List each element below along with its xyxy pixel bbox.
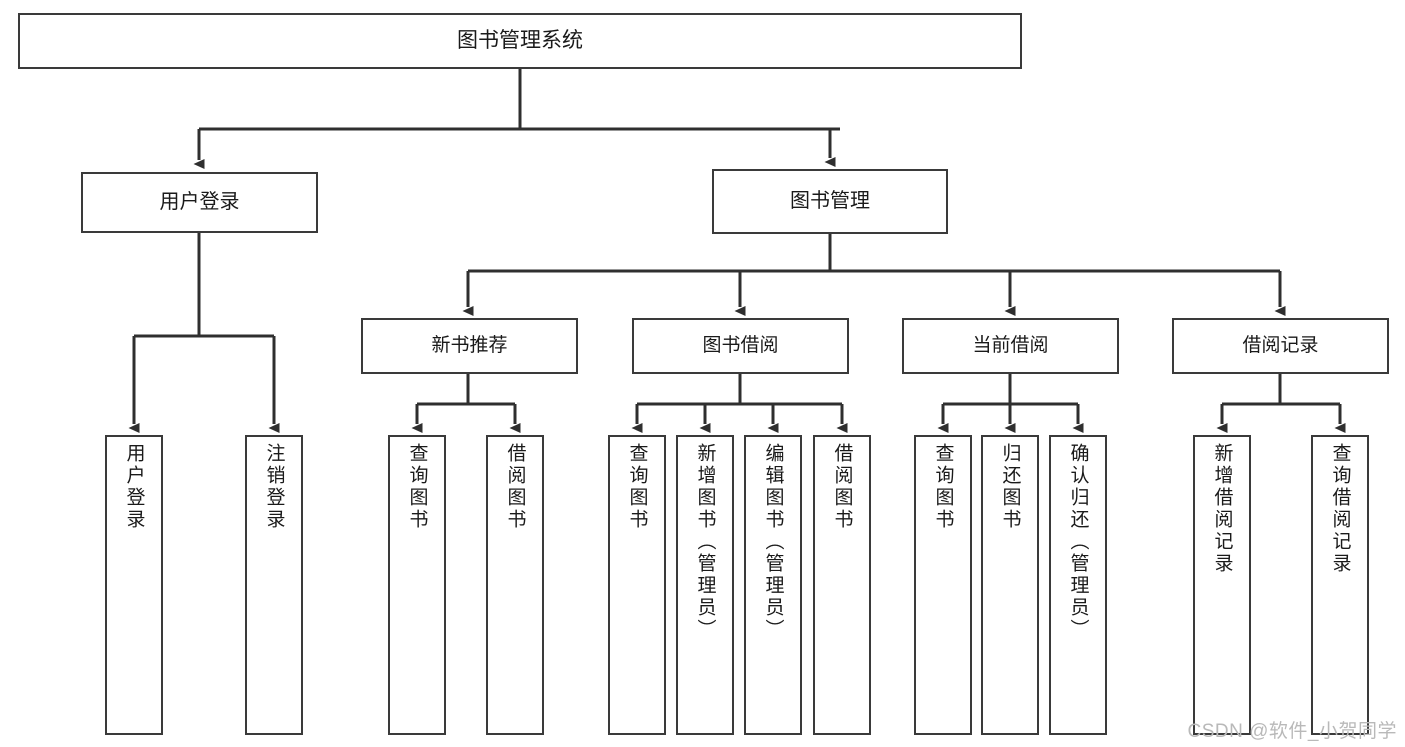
leaf-return-book[interactable]: 归还图书 [981, 435, 1039, 735]
node-label: 用户登录 [159, 191, 240, 213]
node-root-book-management-system[interactable]: 图书管理系统 [18, 13, 1022, 69]
node-book-borrowing[interactable]: 图书借阅 [632, 318, 849, 374]
node-label: 新书推荐 [431, 335, 508, 357]
node-label: 用户登录 [123, 443, 145, 531]
node-label: 归还图书 [999, 443, 1021, 531]
node-new-book-recommendation[interactable]: 新书推荐 [361, 318, 578, 374]
node-label: 图书管理系统 [457, 28, 583, 52]
leaf-query-book-borrowing[interactable]: 查询图书 [608, 435, 666, 735]
node-label: 查询图书 [626, 443, 648, 531]
leaf-add-borrow-record[interactable]: 新增借阅记录 [1193, 435, 1251, 735]
node-label: 当前借阅 [972, 335, 1049, 357]
node-user-login[interactable]: 用户登录 [81, 172, 318, 233]
leaf-user-login[interactable]: 用户登录 [105, 435, 163, 735]
node-current-borrowing[interactable]: 当前借阅 [902, 318, 1119, 374]
node-label: 图书借阅 [702, 335, 779, 357]
leaf-query-book-current[interactable]: 查询图书 [914, 435, 972, 735]
node-label: 新增图书（管理员） [694, 443, 716, 641]
node-label: 借阅图书 [831, 443, 853, 531]
node-label: 查询图书 [932, 443, 954, 531]
leaf-add-book-admin[interactable]: 新增图书（管理员） [676, 435, 734, 735]
node-label: 借阅图书 [504, 443, 526, 531]
leaf-borrow-book-recommendation[interactable]: 借阅图书 [486, 435, 544, 735]
leaf-query-book-recommendation[interactable]: 查询图书 [388, 435, 446, 735]
node-label: 确认归还（管理员） [1067, 443, 1089, 641]
watermark: CSDN @软件_小贺同学 [1187, 721, 1397, 742]
node-book-management[interactable]: 图书管理 [712, 169, 948, 234]
node-label: 编辑图书（管理员） [762, 443, 784, 641]
node-label: 查询图书 [406, 443, 428, 531]
leaf-edit-book-admin[interactable]: 编辑图书（管理员） [744, 435, 802, 735]
leaf-borrow-book-borrowing[interactable]: 借阅图书 [813, 435, 871, 735]
leaf-logout[interactable]: 注销登录 [245, 435, 303, 735]
node-label: 图书管理 [790, 190, 870, 212]
node-label: 查询借阅记录 [1329, 443, 1351, 575]
leaf-confirm-return-admin[interactable]: 确认归还（管理员） [1049, 435, 1107, 735]
node-label: 借阅记录 [1242, 335, 1319, 357]
leaf-query-borrow-record[interactable]: 查询借阅记录 [1311, 435, 1369, 735]
node-label: 新增借阅记录 [1211, 443, 1233, 575]
node-label: 注销登录 [263, 443, 285, 531]
node-borrowing-record[interactable]: 借阅记录 [1172, 318, 1389, 374]
